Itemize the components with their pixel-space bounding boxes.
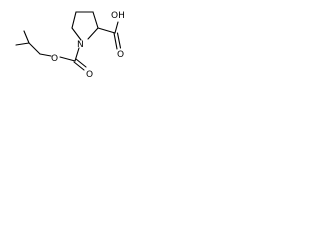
bond-c2-acid-carbon [97, 27, 116, 34]
hydroxyl-label: OH [111, 11, 125, 21]
bond-acid-carbonyl-double-2 [116, 32, 122, 49]
bond-carbamate-carbonyl-double-2 [75, 58, 87, 68]
bond-acid-carbonyl-double-1 [113, 32, 118, 50]
carbamate-ester-oxygen-label: O [51, 54, 58, 64]
ring-bond-c3-c2 [87, 27, 99, 40]
molecule-drawing: N OH O O O [15, 11, 125, 80]
bond-ch-methyl-2 [23, 30, 30, 44]
structure-diagram: N OH O O O [0, 0, 135, 85]
ring-bond-c4-c3 [92, 11, 99, 29]
bond-carbamate-carbonyl-double-1 [73, 61, 85, 71]
carbamate-carbonyl-oxygen-label: O [86, 70, 93, 80]
ring-bond-n-c5 [71, 27, 82, 41]
bond-o-ch2 [39, 53, 52, 57]
acid-carbonyl-oxygen-label: O [117, 50, 124, 60]
bond-acid-hydroxyl [114, 21, 119, 34]
bond-carbamate-ester-oxygen [59, 56, 76, 62]
nitrogen-atom-label: N [77, 40, 84, 50]
bond-ch-methyl-1 [15, 42, 30, 46]
ring-bond-c5-c2 [71, 11, 77, 29]
bond-ch2-ch [28, 42, 41, 55]
